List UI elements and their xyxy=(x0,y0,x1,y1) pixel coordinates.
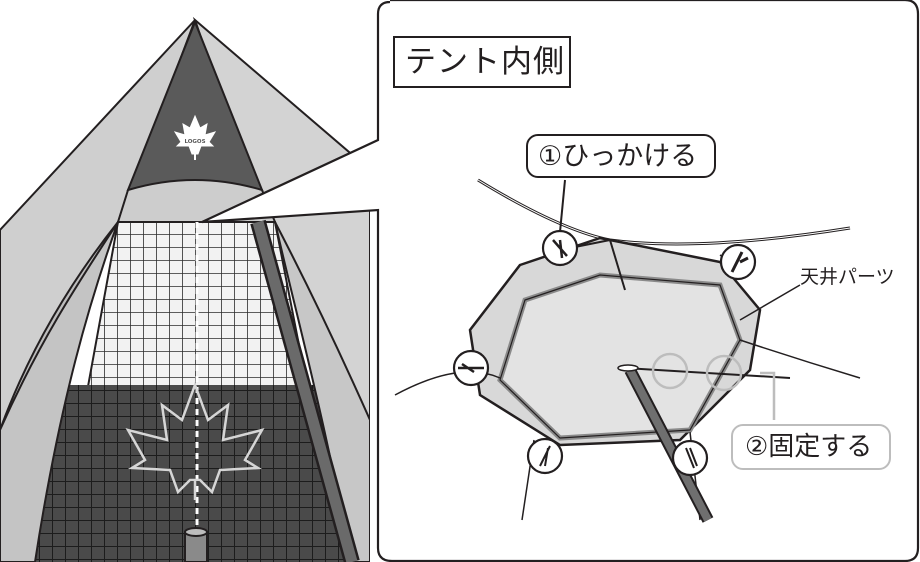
step1-callout: ①ひっかける xyxy=(526,134,716,178)
fix-marker xyxy=(705,354,743,392)
step1-label: ①ひっかける xyxy=(538,141,698,172)
ceiling-part-label: 天井パーツ xyxy=(800,266,895,288)
logos-maple-logo: LOGOS xyxy=(173,114,217,160)
title-box: テント内側 xyxy=(393,36,571,88)
page-title: テント内側 xyxy=(405,44,565,80)
svg-text:LOGOS: LOGOS xyxy=(184,139,205,145)
tent-overview: LOGOS xyxy=(0,0,370,562)
ceiling-detail xyxy=(394,178,861,523)
fix-marker xyxy=(651,352,689,390)
hook-marker xyxy=(526,437,564,475)
hook-marker xyxy=(671,439,709,477)
hook-marker xyxy=(452,349,490,387)
step2-label: ②固定する xyxy=(745,432,873,462)
hook-marker xyxy=(719,243,757,281)
hook-marker xyxy=(541,229,579,267)
step2-callout: ②固定する xyxy=(731,424,891,470)
